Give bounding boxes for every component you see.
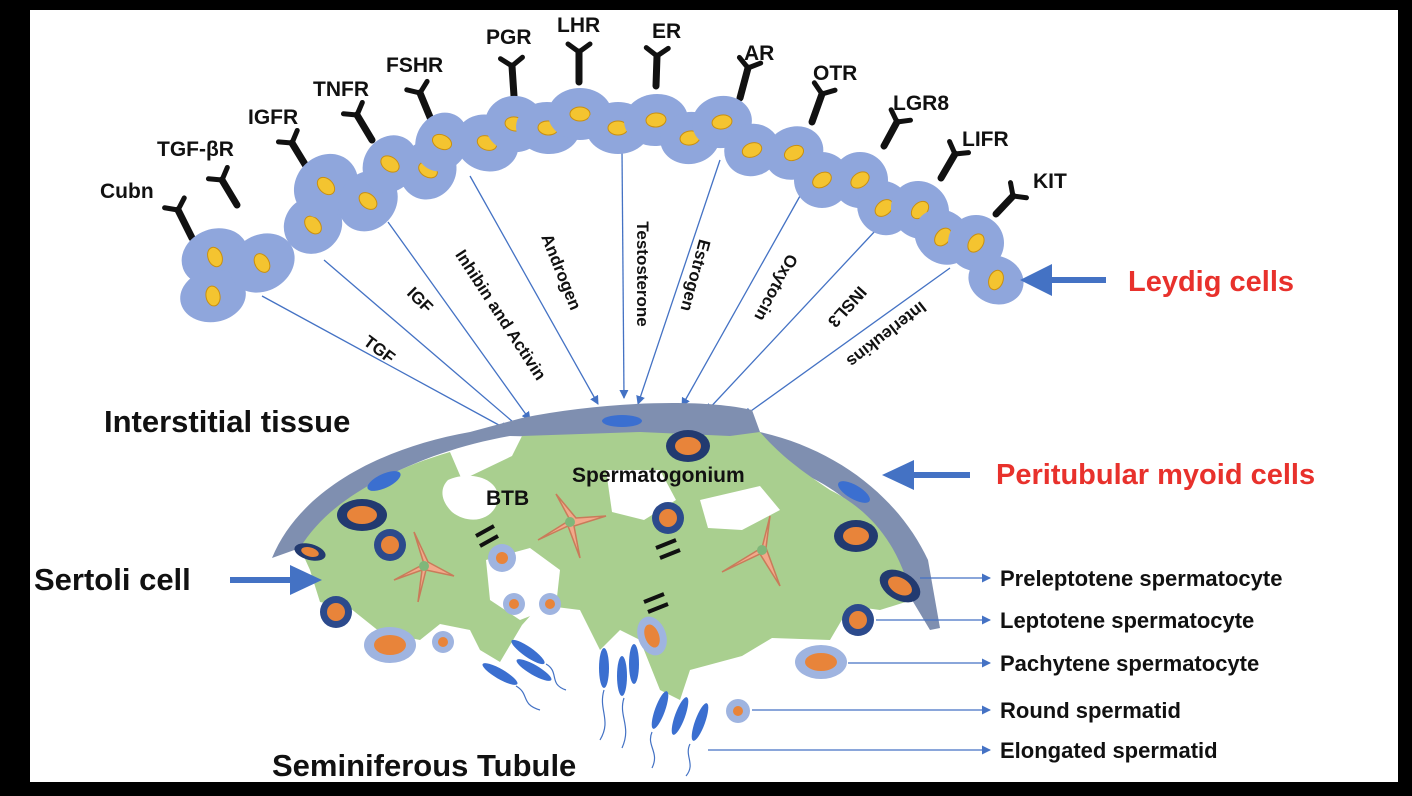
interstitial-tissue-label: Interstitial tissue — [104, 404, 350, 439]
sertoli-cell-label: Sertoli cell — [34, 562, 191, 597]
receptor-labels: Cubn TGF-βR IGFR TNFR FSHR PGR LHR ER AR… — [100, 14, 1067, 203]
leydig-nucleus — [569, 106, 591, 122]
ligand-arrow — [681, 195, 801, 407]
leydig-nucleus — [967, 233, 985, 253]
receptor-icon — [340, 99, 376, 144]
receptor-icon — [404, 78, 436, 126]
sertoli-gap — [442, 475, 499, 520]
receptor-label-tgfbr: TGF-βR — [157, 138, 234, 161]
btb-label: BTB — [486, 487, 529, 510]
sertoli-pointer — [230, 565, 322, 595]
receptor-label-igfr: IGFR — [248, 106, 298, 129]
leydig-nucleus — [304, 215, 322, 235]
leydig-nucleus — [253, 253, 271, 273]
receptor-icon — [205, 164, 241, 209]
receptor-label-er: ER — [652, 20, 681, 43]
btb-junctions — [475, 524, 681, 614]
leydig-cell — [415, 112, 469, 172]
ligand-label-testosterone: Testosterone — [633, 221, 652, 327]
myoid-nucleus — [838, 481, 870, 503]
ligand-arrow — [387, 221, 531, 421]
receptor-label-cubn: Cubn — [100, 180, 154, 203]
spermatogonium-label: Spermatogonium — [572, 464, 745, 487]
stage-label-elongated-spermatid: Elongated spermatid — [1000, 738, 1218, 763]
receptor-icon — [643, 45, 671, 90]
leydig-nucleus — [874, 199, 894, 217]
ligand-arrow — [705, 229, 877, 413]
sertoli-gap — [700, 486, 780, 530]
leydig-nucleus — [207, 246, 223, 268]
leydig-nucleus — [316, 176, 336, 196]
ligand-arrow — [261, 295, 509, 431]
leydig-nucleus — [812, 171, 832, 189]
stage-label-leptotene: Leptotene spermatocyte — [1000, 608, 1254, 633]
ligand-arrows — [261, 149, 951, 431]
receptor-label-pgr: PGR — [486, 26, 532, 49]
leydig-pointer — [1020, 264, 1106, 296]
leydig-cell — [180, 269, 246, 323]
leydig-nucleus — [783, 144, 805, 162]
ligand-arrow — [636, 159, 721, 405]
receptor-label-lhr: LHR — [557, 14, 600, 37]
stage-label-preleptotene: Preleptotene spermatocyte — [1000, 566, 1282, 591]
receptor-label-kit: KIT — [1033, 170, 1067, 193]
receptor-icon — [937, 139, 972, 182]
leydig-cell — [968, 255, 1024, 305]
stage-pointers — [708, 573, 991, 755]
germ-cells — [294, 430, 921, 723]
receptor-marks — [162, 41, 1029, 242]
leydig-nucleus — [741, 142, 763, 158]
leydig-nucleus — [431, 133, 453, 151]
leydig-nucleus — [988, 269, 1004, 291]
receptor-icon — [736, 54, 764, 102]
myoid-nucleus — [367, 471, 401, 491]
ligand-arrow — [619, 149, 629, 399]
receptor-icon — [992, 180, 1029, 218]
ligand-arrow — [469, 175, 599, 405]
leydig-nucleus — [645, 112, 667, 128]
spermatid-tails — [515, 663, 691, 777]
receptor-icon — [808, 80, 838, 126]
stage-label-round-spermatid: Round spermatid — [1000, 698, 1181, 723]
leydig-nucleus — [358, 192, 378, 210]
leydig-cells-label: Leydig cells — [1128, 266, 1294, 298]
receptor-icon — [497, 54, 525, 100]
sertoli-nucleus — [721, 515, 781, 587]
ligand-arrow — [743, 267, 951, 417]
sertoli-nucleus — [537, 493, 607, 559]
leydig-nucleus — [850, 171, 870, 189]
elongated-spermatids — [482, 639, 709, 741]
stage-label-pachytene: Pachytene spermatocyte — [1000, 651, 1259, 676]
peritubular-pointer — [882, 460, 970, 490]
receptor-label-lgr8: LGR8 — [893, 92, 949, 115]
leydig-cell-layer — [180, 88, 1024, 323]
receptor-icon — [162, 195, 196, 242]
sertoli-nucleus — [393, 531, 455, 603]
receptor-icon — [565, 41, 593, 86]
receptor-label-lifr: LIFR — [962, 128, 1009, 151]
seminiferous-tubule-label: Seminiferous Tubule — [272, 748, 576, 783]
receptor-label-tnfr: TNFR — [313, 78, 369, 101]
leydig-nucleus — [380, 155, 400, 173]
peritubular-myoid-label: Peritubular myoid cells — [996, 459, 1315, 491]
receptor-label-otr: OTR — [813, 62, 857, 85]
leydig-nucleus — [711, 114, 733, 130]
receptor-label-ar: AR — [744, 42, 774, 65]
receptor-icon — [275, 127, 310, 170]
leydig-cell — [229, 233, 295, 293]
leydig-nucleus — [205, 285, 221, 307]
ligand-arrow — [323, 259, 521, 429]
receptor-label-fshr: FSHR — [386, 54, 443, 77]
myoid-nucleus — [602, 415, 642, 427]
receptor-icon — [880, 107, 913, 150]
germ-cell-stage-labels: Preleptotene spermatocyte Leptotene sper… — [1000, 566, 1282, 763]
